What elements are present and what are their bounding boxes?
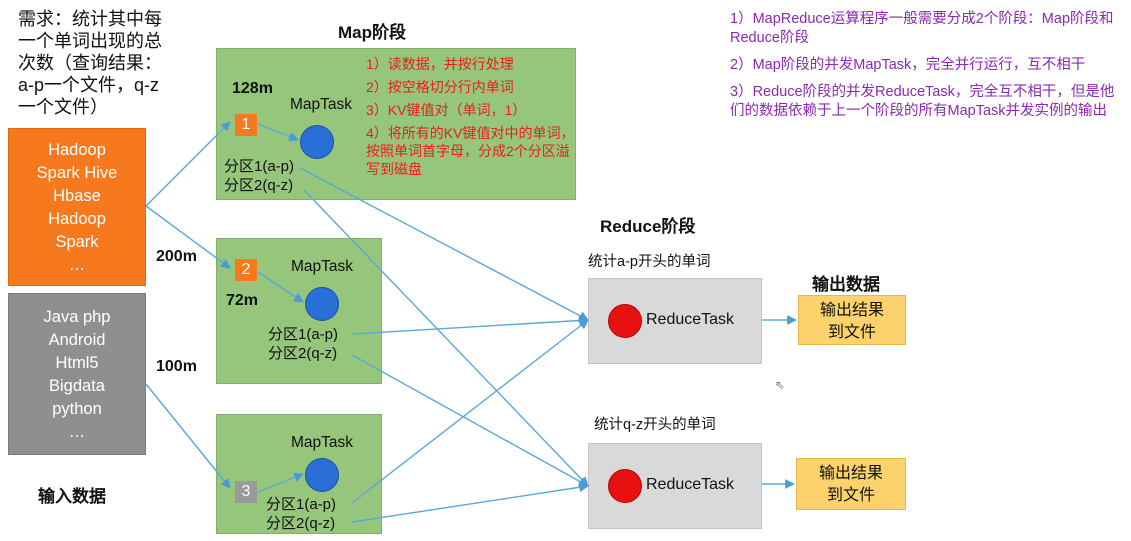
input-line: Android (48, 331, 106, 349)
map-task-partitions: 分区1(a-p) 分区2(q-z) (266, 495, 336, 533)
map-stage-notes: 1）读数据，并按行处理 2）按空格切分行内单词 3）KV键值对（单词，1） 4）… (366, 55, 578, 183)
split-number: 2 (235, 259, 257, 281)
split-size-label: 128m (232, 80, 273, 97)
map-task-node (300, 125, 334, 159)
arrow (257, 472, 304, 493)
map-note: 4）将所有的KV键值对中的单词，按照单词首字母，分成2个分区溢写到磁盘 (366, 125, 575, 177)
input-line: Java php (43, 308, 111, 326)
input-line: … (68, 423, 86, 441)
requirement-line: 次数（查询结果： (18, 53, 162, 73)
split-number: 1 (235, 114, 257, 136)
input-data-label: 输入数据 (38, 487, 106, 506)
reduce-caption: 统计q-z开头的单词 (594, 417, 716, 433)
output-data-title: 输出数据 (812, 275, 880, 294)
requirement-line: 需求：统计其中每 (18, 9, 162, 29)
output-file-box: 输出结果 到文件 (796, 458, 906, 510)
output-line: 输出结果 (819, 302, 884, 319)
arrow (351, 482, 589, 523)
split-number: 3 (235, 481, 257, 503)
partition-label: 分区2(q-z) (268, 345, 338, 362)
partition-label: 分区2(q-z) (266, 515, 336, 532)
mapreduce-note: 3）Reduce阶段的并发ReduceTask，完全互不相干，但是他们的数据依赖… (730, 84, 1115, 119)
map-task-node (305, 287, 339, 321)
cursor-icon: ⇖ (775, 378, 786, 392)
mapreduce-note: 2）Map阶段的并发MapTask，完全并行运行，互不相干 (730, 57, 1086, 73)
input-line: Hadoop (48, 210, 106, 228)
reduce-task-label: ReduceTask (646, 311, 735, 328)
map-task-node (305, 458, 339, 492)
reduce-stage-title: Reduce阶段 (600, 217, 696, 236)
arrow (351, 354, 589, 487)
reduce-task-node (608, 304, 642, 338)
partition-label: 分区1(a-p) (224, 158, 295, 175)
input-line: Spark Hive (36, 164, 118, 182)
reduce-task-label: ReduceTask (646, 476, 735, 493)
output-line: 到文件 (826, 487, 875, 504)
map-task-label: MapTask (291, 434, 354, 451)
map-task-partitions: 分区1(a-p) 分区2(q-z) (268, 325, 338, 363)
input-file-orange: Hadoop Spark Hive Hbase Hadoop Spark … (8, 128, 146, 286)
map-task-partitions: 分区1(a-p) 分区2(q-z) (224, 157, 294, 195)
arrow (351, 315, 589, 335)
input-line: Bigdata (49, 377, 105, 395)
output-line: 输出结果 (818, 465, 883, 482)
mapreduce-notes: 1）MapReduce运算程序一般需要分成2个阶段：Map阶段和Reduce阶段… (730, 10, 1125, 129)
arrow (257, 123, 299, 142)
requirement-line: 一个单词出现的总 (18, 31, 162, 51)
map-task-box-1 (216, 48, 576, 200)
input-line: Hbase (53, 187, 101, 205)
arrow (145, 383, 231, 489)
arrow (351, 319, 589, 504)
arrow (145, 121, 231, 207)
requirement-line: 一个文件） (18, 97, 108, 117)
input-line: … (68, 256, 86, 274)
map-note: 3）KV键值对（单词，1） (366, 102, 527, 118)
mapreduce-note: 1）MapReduce运算程序一般需要分成2个阶段：Map阶段和Reduce阶段 (730, 11, 1114, 46)
input-file-gray: Java php Android Html5 Bigdata python … (8, 293, 146, 455)
requirement-line: a-p一个文件，q-z (18, 75, 160, 95)
map-note: 1）读数据，并按行处理 (366, 56, 514, 72)
input-line: python (52, 400, 102, 418)
split-size-label: 100m (156, 358, 197, 375)
map-task-label: MapTask (290, 96, 353, 113)
input-line: Hadoop (48, 141, 106, 159)
output-file-box: 输出结果 到文件 (798, 295, 906, 345)
partition-label: 分区1(a-p) (266, 496, 337, 513)
split-size-label: 200m (156, 248, 197, 265)
map-note: 2）按空格切分行内单词 (366, 79, 514, 95)
input-line: Spark (55, 233, 99, 251)
reduce-task-node (608, 469, 642, 503)
arrow (257, 271, 304, 303)
requirement-text: 需求：统计其中每 一个单词出现的总 次数（查询结果： a-p一个文件，q-z 一… (18, 8, 178, 118)
map-task-label: MapTask (291, 258, 354, 275)
arrow (303, 189, 589, 487)
partition-label: 分区1(a-p) (268, 326, 339, 343)
reduce-caption: 统计a-p开头的单词 (588, 254, 711, 270)
arrow (145, 205, 231, 269)
split-size-label: 72m (226, 292, 259, 309)
output-line: 到文件 (827, 324, 876, 341)
arrow (299, 167, 589, 321)
input-line: Html5 (55, 354, 99, 372)
map-stage-title: Map阶段 (338, 23, 406, 42)
partition-label: 分区2(q-z) (224, 177, 294, 194)
